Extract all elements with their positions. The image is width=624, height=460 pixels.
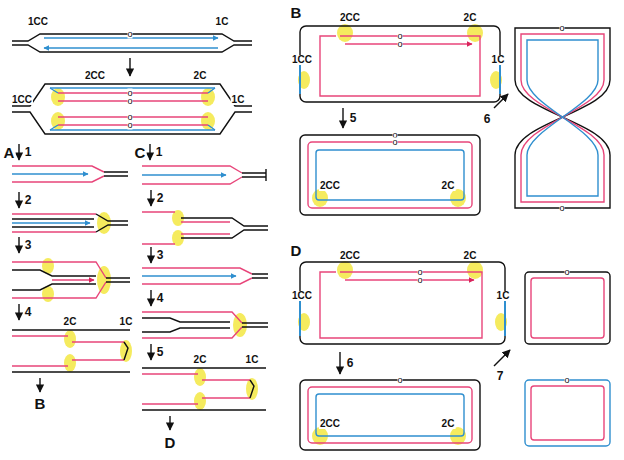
strand-end-label: 2C (463, 251, 478, 261)
step-number: 2 (156, 192, 165, 204)
origin-mark: o (127, 97, 132, 106)
step-arrow (19, 58, 510, 430)
step-number: 4 (24, 306, 33, 318)
panel-letter: B (290, 5, 303, 20)
dna-strands (12, 26, 610, 450)
strand-end-label: 1CC (27, 17, 49, 27)
strand-end-label: 2CC (319, 181, 341, 191)
strand-end-label: 2CC (319, 419, 341, 429)
strand-end-label: 2C (441, 181, 456, 191)
step-number: 1 (155, 146, 164, 158)
origin-mark: o (127, 121, 132, 130)
strand-end-label: 2C (193, 355, 208, 365)
panel-letter: B (34, 396, 47, 411)
origin-mark: o (127, 30, 132, 39)
panel-letter: C (134, 145, 147, 160)
strand-end-label: 1CC (291, 291, 313, 301)
strand-end-label: 1C (496, 291, 511, 301)
origin-mark: o (417, 276, 422, 285)
step-number: 7 (496, 370, 505, 382)
strand-end-label: 2C (463, 13, 478, 23)
strand-end-label: 2C (63, 317, 78, 327)
strand-end-label: 2C (441, 419, 456, 429)
step-number: 6 (483, 113, 492, 125)
strand-end-label: 1C (119, 317, 134, 327)
strand-end-label: 1C (231, 95, 246, 105)
step-number: 5 (156, 346, 165, 358)
strand-end-label: 2CC (84, 71, 106, 81)
strand-end-label: 1CC (291, 55, 313, 65)
strand-end-label: 1C (245, 355, 260, 365)
step-number: 3 (24, 239, 33, 251)
origin-mark: o (397, 40, 402, 49)
strand-end-label: 1C (491, 55, 506, 65)
origin-mark: o (559, 204, 564, 213)
strand-end-label: 2CC (339, 251, 361, 261)
origin-mark: o (564, 268, 569, 277)
step-number: 1 (24, 146, 33, 158)
step-number: 3 (156, 249, 165, 261)
origin-mark: o (397, 376, 402, 385)
strand-end-label: 1C (215, 17, 230, 27)
step-number: 2 (24, 194, 33, 206)
panel-letter: A (3, 145, 16, 160)
strand-end-label: 1CC (11, 95, 33, 105)
step-number: 4 (156, 292, 165, 304)
step-number: 5 (349, 112, 358, 124)
panel-letter: D (164, 435, 177, 450)
step-number: 6 (346, 357, 355, 369)
origin-mark: o (564, 376, 569, 385)
strand-end-label: 2CC (339, 13, 361, 23)
strand-end-label: 2C (193, 71, 208, 81)
origin-mark: o (559, 24, 564, 33)
fork-highlight (42, 24, 507, 445)
origin-mark: o (392, 138, 397, 147)
panel-letter: D (290, 243, 303, 258)
